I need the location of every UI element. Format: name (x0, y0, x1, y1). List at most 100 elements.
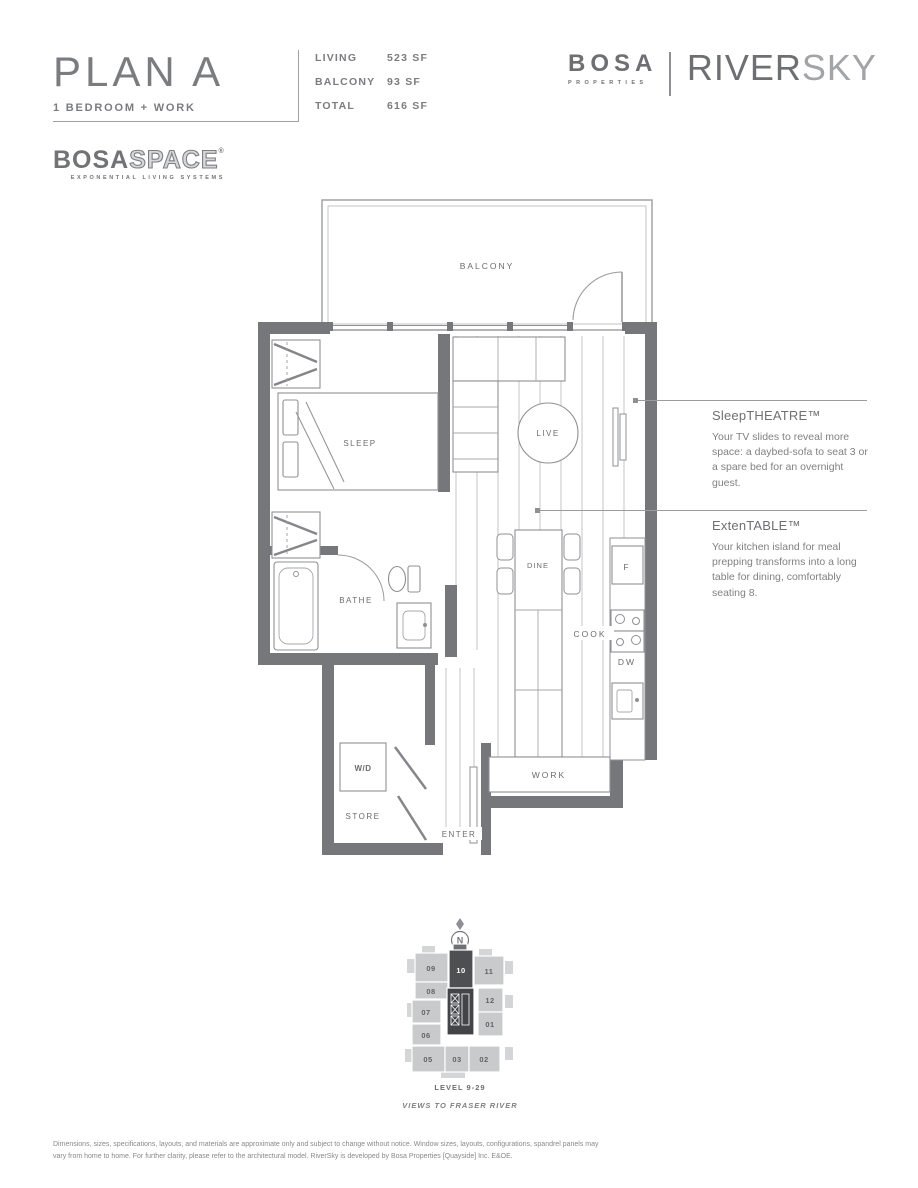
bathe-room: BATHE (273, 554, 432, 651)
unit-01 (477, 1011, 504, 1037)
work-label: WORK (532, 770, 566, 780)
bosaspace-tagline: EXPONENTIAL LIVING SYSTEMS (70, 175, 225, 181)
keyplan: N (405, 918, 513, 1078)
balcony-area: BALCONY (321, 199, 653, 331)
unit-label-01: 01 (485, 1020, 494, 1029)
tv-panel (612, 407, 619, 467)
callout-leaders (535, 398, 867, 513)
bed-fold (295, 401, 345, 490)
cook-label: COOK (573, 629, 606, 639)
plan-subtitle: 1 BEDROOM + WORK (53, 102, 196, 114)
unit-label-06: 06 (421, 1031, 430, 1040)
unit-label-07: 07 (421, 1008, 430, 1017)
kitchen-island (514, 529, 563, 758)
unit-02 (468, 1045, 501, 1073)
disclaimer-text: Dimensions, sizes, specifications, layou… (53, 1141, 599, 1160)
header-rule (53, 121, 298, 122)
store-room: W/D STORE (338, 742, 428, 841)
unit-12 (477, 987, 504, 1013)
unit-label-03: 03 (452, 1055, 461, 1064)
unit-10-highlighted (448, 949, 474, 989)
bed (277, 392, 439, 491)
dining-chair (563, 533, 581, 561)
unit-07 (411, 999, 442, 1024)
dining-chair (563, 567, 581, 595)
pillow (282, 441, 299, 478)
brand-logo: BOSA PROPERTIES RIVERSKY (568, 48, 877, 96)
window-wall (327, 322, 628, 331)
core-elevators (450, 993, 470, 1026)
callout-title: SleepTHEATRE™ (712, 408, 821, 423)
unit-03 (444, 1045, 470, 1073)
callout-body: Your TV slides to reveal more space: a d… (712, 431, 868, 489)
unit-label-12: 12 (485, 996, 494, 1005)
bosa-wordmark: BOSA (568, 50, 658, 77)
north-label: N (457, 936, 464, 946)
unit-label-11: 11 (485, 967, 494, 976)
bosaspace-space: SPACE (129, 146, 219, 174)
header-divider (298, 50, 299, 122)
entry-door-leaf (469, 766, 478, 844)
bathtub (273, 561, 319, 651)
closet-doors (273, 342, 318, 557)
work-area: WORK (488, 756, 611, 793)
callout-title: ExtenTABLE™ (712, 518, 801, 533)
stat-label: LIVING (315, 52, 358, 64)
unit-label-09: 09 (426, 964, 435, 973)
bifold-door (393, 746, 428, 790)
pillow (282, 399, 299, 436)
unit-label-02: 02 (479, 1055, 488, 1064)
stat-value: 93 SF (387, 76, 422, 88)
counter-column (452, 380, 499, 473)
kitchen-faucet (635, 698, 639, 702)
unit-label-05: 05 (423, 1055, 432, 1064)
stat-balcony: BALCONY 93 SF (315, 76, 495, 88)
sleep-label: SLEEP (343, 439, 376, 448)
callout-extentable: ExtenTABLE™ Your kitchen island for meal… (712, 518, 868, 601)
fridge-label: F (623, 562, 630, 572)
enter-label: ENTER (442, 830, 477, 839)
bifold-door (396, 795, 428, 841)
registered-mark-icon: ® (218, 148, 225, 155)
riversky-wordmark: RIVERSKY (687, 48, 877, 88)
toilet-tank (407, 565, 421, 593)
bathe-label: BATHE (339, 596, 373, 605)
bosaspace-logo: BOSASPACE® EXPONENTIAL LIVING SYSTEMS (53, 146, 233, 181)
wd-label: W/D (354, 764, 371, 773)
bosa-properties-logo: BOSA PROPERTIES (568, 50, 658, 87)
stat-label: BALCONY (315, 76, 376, 88)
burner (631, 635, 641, 645)
tub-faucet (293, 571, 299, 577)
entry-corridor: ENTER (436, 766, 482, 844)
bosaspace-bosa: BOSA (53, 146, 130, 174)
callout-body: Your kitchen island for meal prepping tr… (712, 541, 857, 599)
live-table (517, 402, 579, 464)
cooktop (610, 630, 645, 653)
page-title: PLAN A (53, 48, 225, 95)
dining-chair (496, 533, 514, 561)
leader-dot (535, 508, 540, 513)
unit-11 (473, 955, 505, 986)
dw-label: DW (618, 657, 636, 667)
unit-label-08: 08 (426, 987, 435, 996)
bosa-properties-label: PROPERTIES (568, 80, 648, 86)
riversky-river: RIVER (686, 47, 802, 88)
store-label: STORE (346, 812, 381, 821)
kitchen-living: LIVE DINE F COOK DW (452, 336, 646, 761)
bosaspace-wordmark: BOSASPACE® (53, 146, 233, 174)
unit-06 (411, 1023, 442, 1046)
keyplan-balconies (405, 946, 513, 1078)
bath-door-arc (337, 554, 385, 602)
stat-total: TOTAL 616 SF (315, 100, 495, 112)
balcony-label: BALCONY (460, 261, 515, 271)
burner (632, 617, 640, 625)
stat-value: 523 SF (387, 52, 429, 64)
counter-top (452, 336, 566, 382)
live-label: LIVE (536, 429, 559, 438)
burner (616, 638, 624, 646)
keyplan-labels: 09 10 11 08 12 07 01 06 05 03 02 (421, 964, 494, 1064)
closet-upper (271, 339, 321, 389)
area-stats: LIVING 523 SF BALCONY 93 SF TOTAL 616 SF (315, 52, 495, 124)
unit-05 (411, 1045, 446, 1073)
